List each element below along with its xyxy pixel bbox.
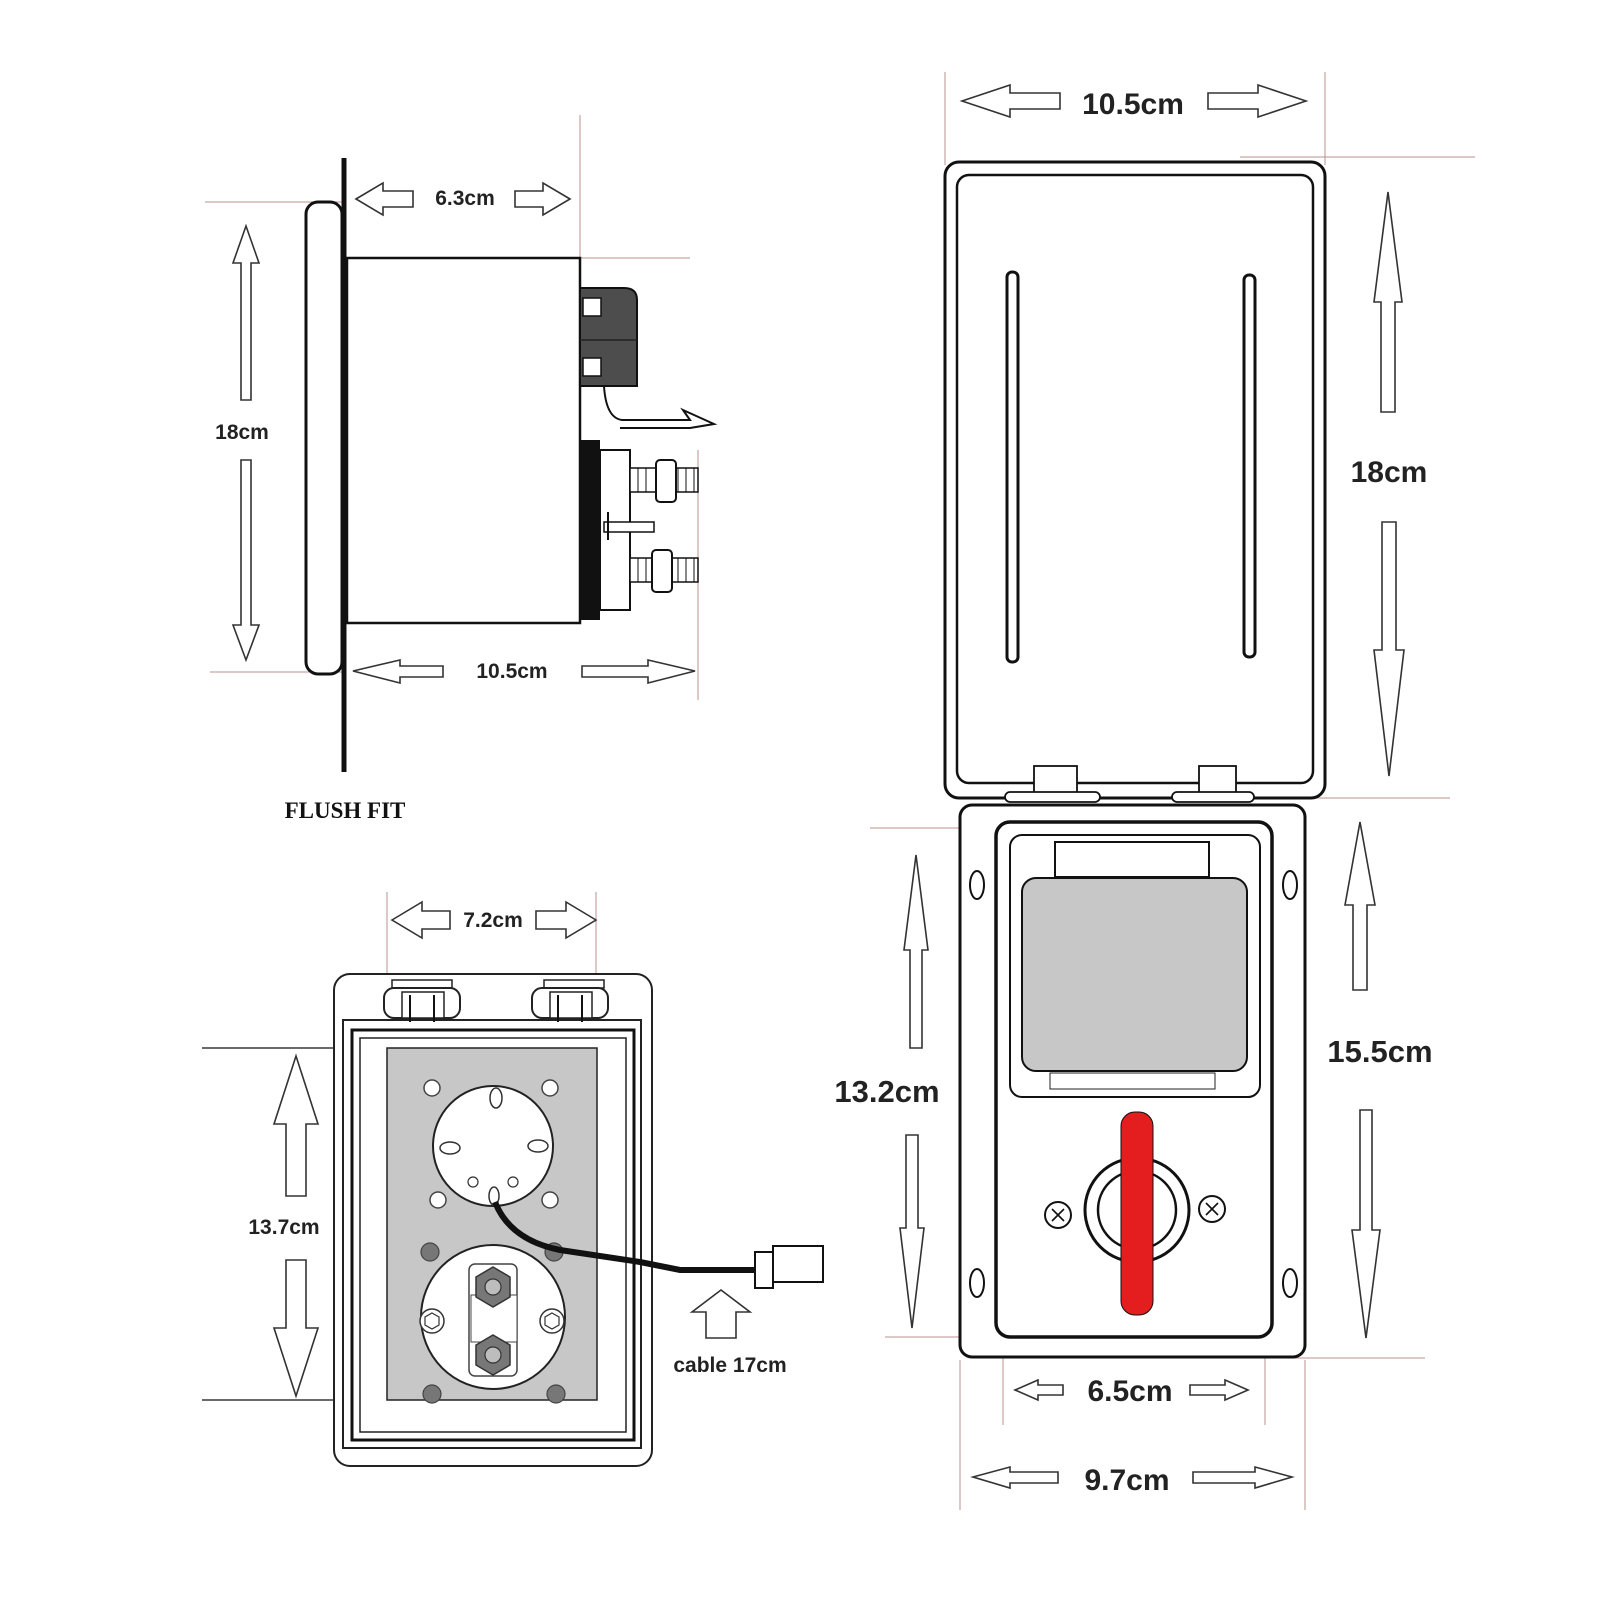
rear-socket-connector — [432, 1085, 554, 1207]
front-inner-height-label: 13.2cm — [834, 1074, 939, 1109]
side-cable — [603, 385, 718, 429]
front-lid — [943, 160, 1327, 803]
red-switch-handle — [1120, 1111, 1154, 1316]
arrow-down-icon — [231, 459, 261, 663]
arrow-right-icon — [1189, 1378, 1251, 1402]
front-height-label: 18cm — [1351, 456, 1428, 489]
arrow-right-icon — [1192, 1465, 1295, 1490]
enclosure-body — [345, 256, 582, 625]
cable-length-label: cable 17cm — [673, 1354, 786, 1377]
terminal-stud-lower — [629, 549, 699, 593]
terminal-stud-upper — [629, 459, 699, 503]
isolator-switch — [1044, 1111, 1226, 1316]
rear-hinge-left — [383, 979, 461, 1022]
side-height-label: 18cm — [215, 421, 269, 444]
back-plate — [580, 440, 600, 620]
front-body-height-label: 15.5cm — [1327, 1034, 1432, 1069]
arrow-up-icon — [903, 854, 929, 1049]
cable-plug — [754, 1251, 774, 1289]
rear-hinge-right — [531, 979, 609, 1022]
front-body-width-label: 9.7cm — [1084, 1464, 1169, 1497]
arrow-up-icon — [231, 223, 261, 401]
rear-view: 7.2cm 13.7cm cable 17cm — [202, 892, 824, 1467]
front-inner-width-label: 6.5cm — [1087, 1375, 1172, 1408]
arrow-left-icon — [354, 181, 414, 217]
arrow-right-icon — [1207, 83, 1309, 119]
flush-fit-caption: FLUSH FIT — [285, 798, 406, 823]
rear-height-label: 13.7cm — [248, 1216, 319, 1239]
side-depth-label: 6.3cm — [435, 187, 495, 210]
front-flange — [304, 200, 344, 676]
arrow-left-icon — [970, 1465, 1059, 1490]
side-total-depth-label: 10.5cm — [476, 660, 547, 683]
arrow-down-icon — [899, 1134, 925, 1329]
display-window — [1021, 877, 1248, 1072]
arrow-right-icon — [514, 181, 572, 217]
side-view: 6.3cm 18cm 10.5cm FLUSH FIT — [205, 115, 718, 823]
screw-icon — [1044, 1201, 1072, 1229]
arrow-up-icon — [1344, 821, 1376, 991]
arrow-right-icon — [581, 658, 696, 685]
arrow-down-icon — [1373, 521, 1405, 777]
arrow-down-icon — [1351, 1109, 1381, 1339]
rear-cable — [492, 1200, 760, 1273]
arrow-left-icon — [390, 900, 451, 940]
arrow-right-icon — [535, 900, 598, 940]
arrow-left-icon — [1012, 1378, 1064, 1402]
arrow-left-icon — [959, 83, 1061, 119]
arrow-up-icon — [689, 1288, 753, 1339]
arrow-left-icon — [352, 658, 444, 685]
arrow-up-icon — [272, 1053, 320, 1197]
arrow-up-icon — [1373, 191, 1403, 413]
rear-width-label: 7.2cm — [463, 909, 523, 932]
screw-icon — [1198, 1195, 1226, 1223]
front-view: 10.5cm 18cm 13.2cm 15.5cm 6.5cm 9.7cm — [834, 72, 1475, 1510]
rear-terminal-block — [419, 1244, 566, 1390]
front-width-label: 10.5cm — [1082, 88, 1184, 121]
arrow-down-icon — [272, 1259, 320, 1399]
